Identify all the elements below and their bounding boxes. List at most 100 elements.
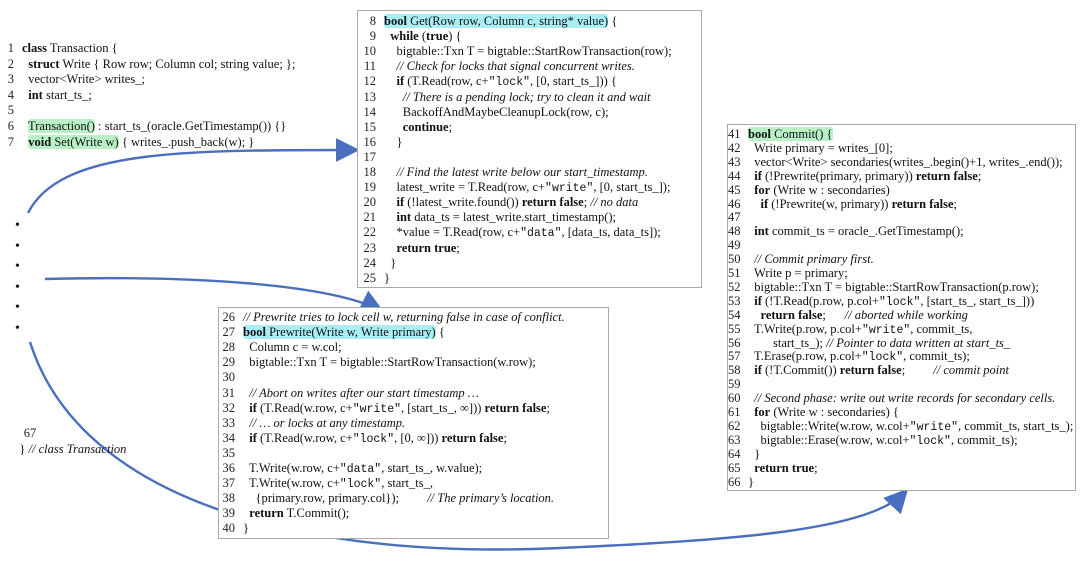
get-line-25: 25} (360, 270, 391, 286)
prewrite-line-38: 38 {primary.row, primary.col}); // The p… (219, 491, 555, 506)
get-line-10: 10 bigtable::Txn T = bigtable::StartRowT… (360, 44, 672, 59)
line-number: 5 (7, 103, 14, 118)
code-text: Transaction() : start_ts_(oracle.GetTime… (28, 119, 287, 133)
line-number: 1 (7, 41, 14, 55)
code-text: Write primary = writes_[0]; (748, 140, 893, 155)
line-number: 30 (222, 370, 236, 385)
commit-line-47: 47 (728, 210, 748, 225)
bullet-point: • (15, 320, 20, 336)
get-line-12: 12 if (T.Read(row, c+"lock", [0, start_t… (360, 74, 617, 90)
line-number: 13 (363, 89, 377, 104)
code-text: if (!T.Read(p.row, p.col+"lock", [start_… (754, 293, 1035, 309)
code-text: // Find the latest write below our start… (396, 165, 648, 179)
commit-line-63: 63 bigtable::Erase(w.row, w.col+"lock", … (728, 432, 1018, 449)
prewrite-line-33: 33 // … or locks at any timestamp. (219, 415, 406, 431)
line-number: 65 (728, 460, 741, 475)
commit-line-54: 54 return false; // aborted while workin… (728, 308, 968, 323)
line-number: 9 (369, 29, 376, 44)
code-text: T.Write(p.row, p.col+"write", commit_ts, (748, 321, 973, 337)
code-text: } // class Transaction (16, 441, 127, 456)
line-number: 29 (222, 355, 236, 370)
line-number: 49 (728, 238, 741, 253)
commit-line-48: 48 int commit_ts = oracle_.GetTimestamp(… (728, 224, 964, 239)
class-line-3: 3 vector<Write> writes_; (0, 72, 145, 88)
get-line-9: 9 while (true) { (360, 29, 462, 44)
code-text: if (!latest_write.found()) return false;… (396, 195, 639, 210)
code-text: bool Commit() { (748, 127, 833, 141)
line-number: 45 (728, 182, 741, 197)
commit-line-50: 50 // Commit primary first. (728, 252, 874, 267)
line-number: 18 (363, 165, 377, 179)
prewrite-line-39: 39 return T.Commit(); (219, 506, 350, 521)
line-number: 15 (363, 119, 377, 134)
code-text: bigtable::Write(w.row, w.col+"write", co… (748, 418, 1074, 434)
line-number: 2 (7, 56, 14, 71)
code-text: T.Write(w.row, c+"lock", start_ts_, (243, 476, 433, 492)
code-text: // There is a pending lock; try to clean… (402, 89, 651, 104)
line-number: 42 (728, 140, 741, 155)
commit-line-61: 61 for (Write w : secondaries) { (728, 405, 899, 420)
get-line-17: 17 (360, 150, 384, 165)
code-text: // Prewrite tries to lock cell w, return… (243, 310, 565, 324)
line-number: 23 (363, 240, 377, 255)
line-number: 37 (222, 476, 236, 491)
bullet-point: • (15, 218, 20, 233)
line-number: 3 (7, 72, 14, 87)
commit-line-57: 57 T.Erase(p.row, p.col+"lock", commit_t… (728, 349, 970, 365)
commit-line-53: 53 if (!T.Read(p.row, p.col+"lock", [sta… (728, 293, 1035, 310)
line-number: 47 (728, 210, 741, 225)
commit-line-42: 42 Write primary = writes_[0]; (728, 140, 893, 156)
line-number: 67 (23, 426, 37, 441)
line-number: 43 (728, 154, 741, 169)
bullet-point: • (15, 259, 20, 274)
code-text: if (T.Read(w.row, c+"write", [start_ts_,… (249, 400, 550, 416)
line-number: 38 (222, 491, 236, 506)
code-text: // Abort on writes after our start times… (249, 385, 479, 400)
code-text: {primary.row, primary.col}); // The prim… (243, 491, 555, 506)
code-text: while (true) { (390, 29, 462, 44)
line-number: 56 (728, 335, 741, 350)
code-text: if (!Prewrite(w, primary)) return false; (760, 196, 958, 211)
line-number: 31 (222, 385, 236, 400)
commit-line-45: 45 for (Write w : secondaries) (728, 182, 890, 198)
code-text: struct Write { Row row; Column col; stri… (28, 56, 296, 71)
prewrite-line-37: 37 T.Write(w.row, c+"lock", start_ts_, (219, 476, 433, 492)
code-text: for (Write w : secondaries) { (754, 405, 899, 419)
line-number: 33 (222, 415, 236, 430)
code-text: if (!T.Commit()) return false; // commit… (754, 363, 1009, 378)
code-text: } (243, 521, 249, 536)
code-text: bigtable::Txn T = bigtable::StartRowTran… (748, 279, 1039, 294)
line-number: 25 (363, 270, 377, 285)
code-text: BackoffAndMaybeCleanupLock(row, c); (384, 104, 609, 119)
code-text: vector<Write> writes_; (22, 72, 145, 87)
commit-line-44: 44 if (!Prewrite(primary, primary)) retu… (728, 169, 981, 184)
get-line-23: 23 return true; (360, 241, 460, 256)
code-text: for (Write w : secondaries) (754, 182, 890, 197)
line-number: 63 (728, 432, 741, 447)
commit-line-46: 46 if (!Prewrite(w, primary)) return fal… (728, 196, 958, 212)
commit-line-64: 64 } (728, 447, 760, 462)
code-text: T.Write(w.row, c+"data", start_ts_, w.va… (243, 461, 483, 476)
prewrite-method-box: 26// Prewrite tries to lock cell w, retu… (218, 307, 609, 539)
code-text: } (384, 270, 390, 285)
code-text: // … or locks at any timestamp. (249, 415, 406, 430)
prewrite-line-32: 32 if (T.Read(w.row, c+"write", [start_t… (219, 401, 550, 417)
code-text: } (748, 474, 754, 489)
get-line-13: 13 // There is a pending lock; try to cl… (360, 90, 651, 105)
line-number: 11 (363, 59, 376, 74)
line-number: 20 (363, 195, 377, 210)
commit-line-51: 51 Write p = primary; (728, 266, 848, 281)
prewrite-line-29: 29 bigtable::Txn T = bigtable::StartRowT… (219, 355, 536, 370)
line-number: 59 (728, 377, 741, 392)
code-text: if (T.Read(row, c+"lock", [0, start_ts_]… (396, 74, 617, 90)
line-number: 4 (7, 87, 14, 102)
code-text: start_ts_); // Pointer to data written a… (748, 335, 1011, 350)
code-text: Write p = primary; (748, 266, 848, 280)
commit-line-62: 62 bigtable::Write(w.row, w.col+"write",… (728, 418, 1074, 435)
code-text: // Check for locks that signal concurren… (396, 59, 635, 74)
line-number: 39 (222, 506, 236, 521)
